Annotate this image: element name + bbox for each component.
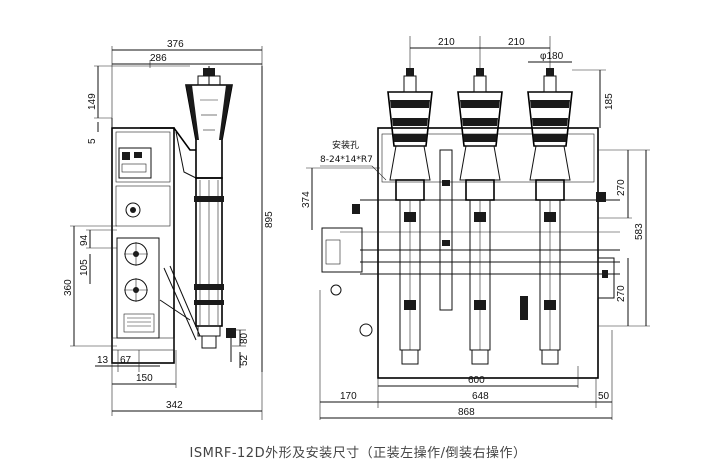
dim-286: 286 [150,53,167,64]
phase-pole-left [387,68,433,365]
dim-270-bottom: 270 [616,285,627,302]
dim-648: 648 [472,391,489,402]
dim-583: 583 [634,223,645,240]
dim-270-top: 270 [616,179,627,196]
front-frame [377,127,599,379]
dim-210-left: 210 [438,37,455,48]
front-view: 210 210 φ180 185 安装孔 8-24*14*R7 374 270 … [301,36,650,420]
dim-600: 600 [468,375,485,386]
dim-895: 895 [264,211,275,228]
dim-80: 80 [239,332,250,344]
dim-342: 342 [166,400,183,411]
side-view: 376 286 149 5 895 94 105 360 13 67 150 [63,39,275,420]
hole-label: 安装孔 [332,139,359,151]
dim-150: 150 [136,373,153,384]
dim-52: 52 [239,354,250,366]
dim-210-right: 210 [508,37,525,48]
side-mechanism-box [118,147,152,179]
dim-170: 170 [340,391,357,402]
dim-149: 149 [87,93,98,110]
dim-868: 868 [458,407,475,418]
dim-360: 360 [63,279,74,296]
phase-pole-right [527,68,573,365]
dim-13: 13 [97,355,109,366]
dim-105: 105 [79,259,90,276]
hole-spec: 8-24*14*R7 [320,155,373,165]
dim-376: 376 [167,39,184,50]
dim-67: 67 [120,355,132,366]
installation-drawing: 376 286 149 5 895 94 105 360 13 67 150 [63,36,650,420]
dim-185: 185 [604,93,615,110]
dim-50: 50 [598,391,610,402]
phase-pole-middle [457,68,503,365]
dim-phi-180: φ180 [540,51,564,62]
dim-374: 374 [301,191,312,208]
dim-94: 94 [79,234,90,246]
drawing-caption: ISMRF-12D外形及安装尺寸（正装左操作/倒装右操作） [189,446,527,461]
dim-5: 5 [87,138,98,144]
